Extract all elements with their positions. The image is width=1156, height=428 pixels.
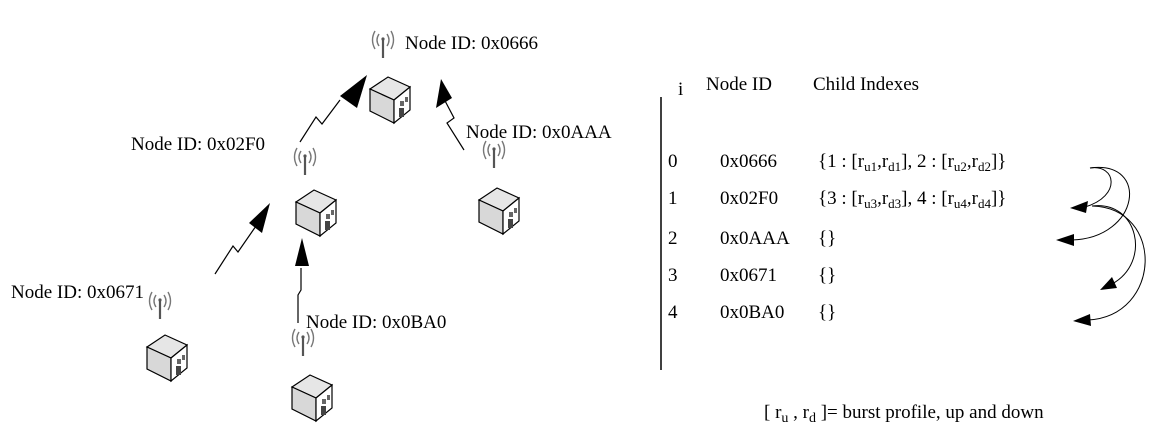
arrowhead-02F0-bottom [295, 238, 309, 266]
node-label-0x02F0: Node ID: 0x02F0 [131, 134, 266, 155]
node-0x0671-antenna-icon [148, 290, 172, 321]
burst-profile-note: [ ru , rd ]= burst profile, up and down [764, 402, 1044, 426]
node-label-0x0671: Node ID: 0x0671 [11, 282, 144, 303]
row-index: 1 [668, 188, 678, 209]
arrowhead-row4 [1073, 314, 1091, 326]
curve-row0-to-row1 [1084, 167, 1112, 208]
node-0x0AAA-house-icon [478, 187, 520, 235]
header-i: i [678, 79, 684, 100]
link-0BA0-to-02F0 [297, 268, 302, 323]
arrowhead-0666-right [436, 79, 452, 108]
row-node-id: 0x0AAA [720, 228, 790, 249]
row-index: 0 [668, 151, 678, 172]
node-0x0AAA-antenna-icon [482, 139, 506, 170]
row-child-indexes: {1 : [ru1,rd1], 2 : [ru2,rd2]} [818, 151, 1007, 174]
arrowhead-row3 [1100, 277, 1117, 290]
node-label-0x0BA0: Node ID: 0x0BA0 [306, 312, 447, 333]
arrowhead-02F0-left [249, 203, 270, 233]
curve-row1-to-row3 [1091, 205, 1136, 285]
node-label-0x0666: Node ID: 0x0666 [405, 33, 538, 54]
row-index: 3 [668, 265, 678, 286]
header-node-id: Node ID [706, 74, 772, 95]
row-index: 2 [668, 228, 678, 249]
curve-row1-to-row4 [1087, 205, 1146, 321]
curve-row0-to-row2 [1071, 166, 1130, 241]
link-0AAA-to-0666 [442, 96, 465, 151]
node-0x0BA0-house-icon [291, 374, 333, 422]
node-0x0666-house-icon [369, 76, 411, 124]
node-0x0671-house-icon [146, 334, 188, 382]
row-child-indexes: {} [818, 302, 837, 323]
row-child-indexes: {} [818, 265, 837, 286]
arrowhead-0666-left [340, 75, 367, 108]
node-0x0666-antenna-icon [371, 29, 395, 60]
arrowhead-row1 [1070, 201, 1088, 213]
row-node-id: 0x0666 [720, 151, 777, 172]
link-0671-to-02F0 [214, 225, 257, 275]
header-child-indexes: Child Indexes [813, 74, 920, 95]
row-node-id: 0x02F0 [720, 188, 779, 209]
row-index: 4 [668, 302, 678, 323]
arrowhead-row2 [1056, 234, 1074, 246]
row-node-id: 0x0671 [720, 265, 777, 286]
link-02F0-to-0666 [299, 99, 341, 143]
node-label-0x0AAA: Node ID: 0x0AAA [466, 122, 612, 143]
node-0x02F0-house-icon [295, 189, 337, 237]
row-child-indexes: {3 : [ru3,rd3], 4 : [ru4,rd4]} [818, 188, 1007, 211]
row-child-indexes: {} [818, 228, 837, 249]
node-0x02F0-antenna-icon [293, 146, 317, 177]
row-node-id: 0x0BA0 [720, 302, 785, 323]
